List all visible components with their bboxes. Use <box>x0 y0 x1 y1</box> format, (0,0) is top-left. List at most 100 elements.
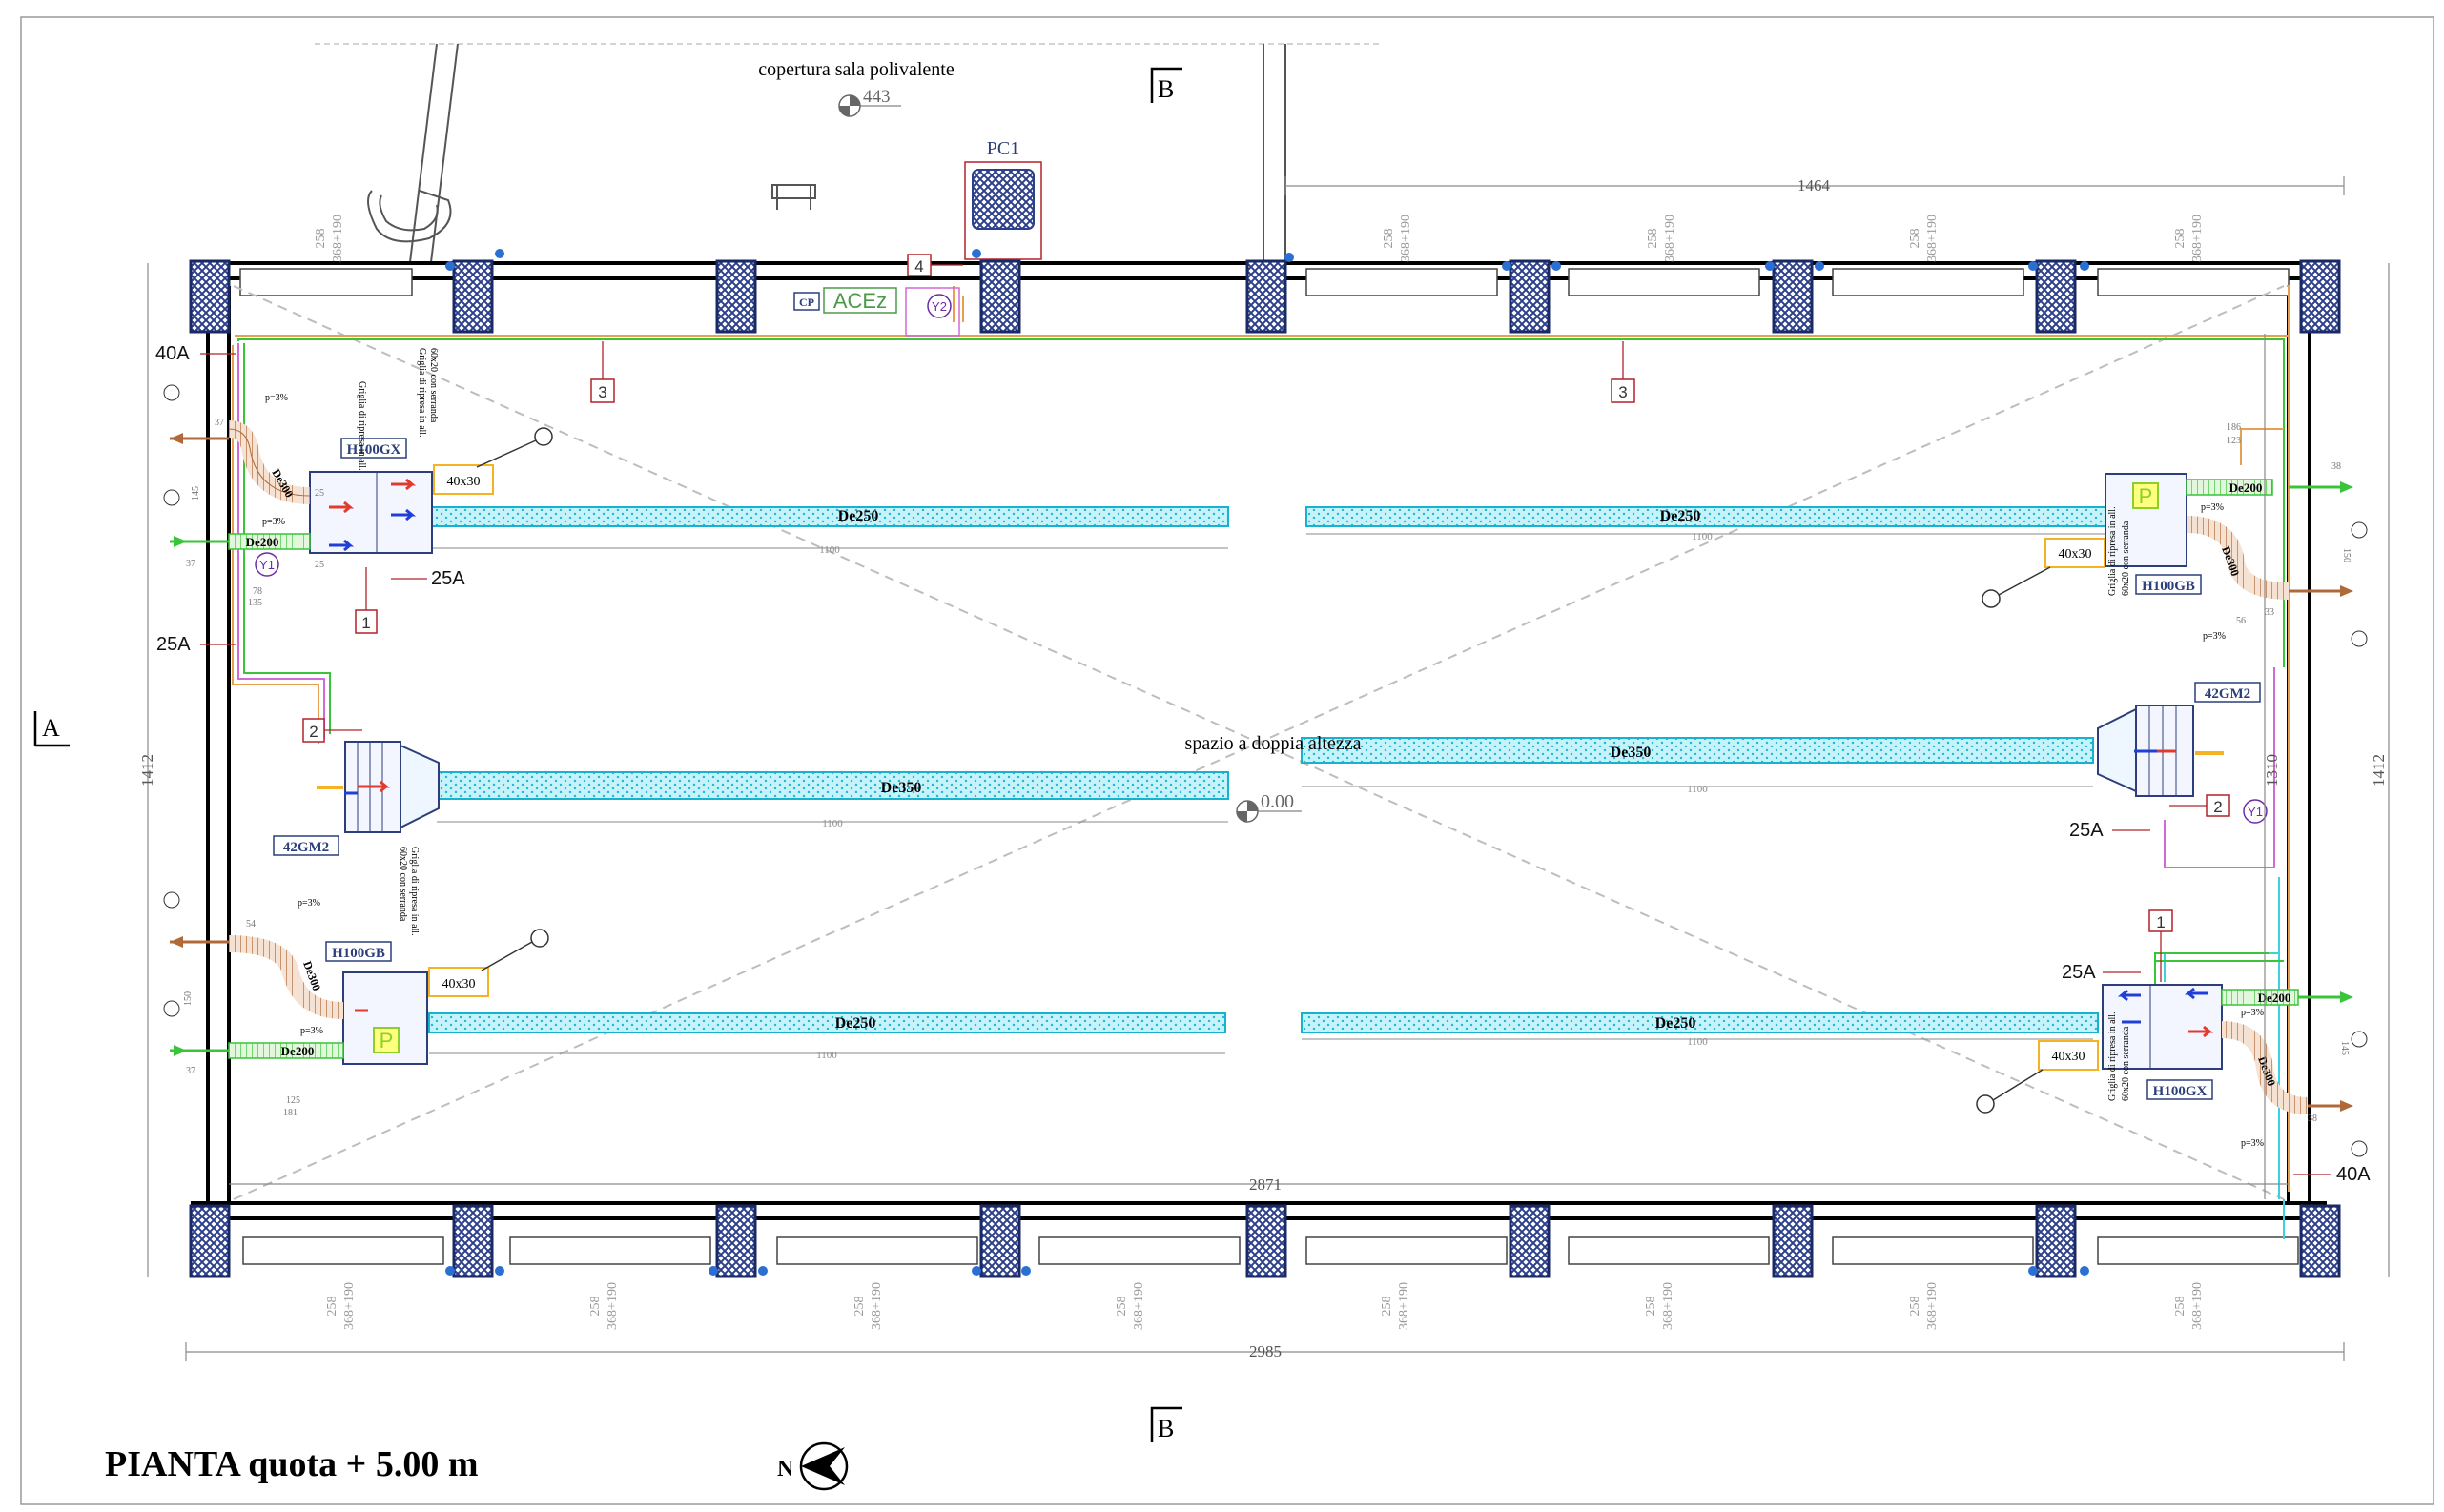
column <box>189 1204 231 1278</box>
section-mark-b: B <box>1158 75 1174 103</box>
unit-tag: P <box>380 1029 394 1052</box>
dim-label: 186 <box>2227 422 2241 433</box>
dim-label: 37 <box>186 559 195 569</box>
grille-40x30 <box>2038 1040 2099 1071</box>
unit-label: 42GM2 <box>283 840 329 855</box>
duct-length: 1100 <box>1687 784 1708 795</box>
column <box>1509 1204 1551 1278</box>
unit-h100gb-topright[interactable] <box>2105 473 2187 567</box>
window-spec: 368+190 <box>1663 215 1677 262</box>
grille-size: 40x30 <box>447 475 481 489</box>
window-spec: 368+190 <box>1925 1282 1940 1330</box>
marker-label: 1 <box>2156 913 2165 931</box>
marker-box <box>302 254 2230 932</box>
dim-label: 135 <box>248 598 262 608</box>
window-height: 258 <box>2173 229 2187 249</box>
slope-label: p=3% <box>300 1026 323 1036</box>
dim-label: 145 <box>2339 1041 2350 1055</box>
duct-label: De250 <box>838 508 879 524</box>
grille-note: Griglia di ripresa in all. <box>357 381 367 471</box>
duct-length: 1100 <box>816 1050 837 1061</box>
dim-label: 37 <box>186 1066 195 1076</box>
cp-label: CP <box>799 296 814 309</box>
window-height: 258 <box>2173 1297 2187 1317</box>
window-height: 258 <box>325 1297 339 1317</box>
window-spec: 368+190 <box>342 1282 357 1330</box>
marker-label: 3 <box>1618 383 1627 401</box>
window-spec: 368+190 <box>2190 215 2205 262</box>
pipe-size: 25A <box>2069 820 2104 841</box>
window-height: 258 <box>1908 229 1922 249</box>
pipe-size: 25A <box>156 634 191 655</box>
unit-h100gx-topleft[interactable] <box>309 471 433 554</box>
north-label: N <box>777 1457 794 1481</box>
valve-label: Y1 <box>259 558 275 572</box>
valve-label: Y2 <box>932 299 947 314</box>
unit-h100gx-bottomright[interactable] <box>2102 984 2223 1070</box>
dimension-value: 1412 <box>138 754 156 787</box>
grille-note: 60x20 con serranda <box>2121 521 2131 596</box>
column <box>1772 1204 1814 1278</box>
roof-label: copertura sala polivalente <box>758 59 955 80</box>
flex-duct <box>2186 479 2273 496</box>
grille-note: 60x20 con serranda <box>2121 1026 2131 1101</box>
marker-label: 3 <box>598 383 606 401</box>
dimension-lines <box>147 176 2390 1361</box>
window-spec: 368+190 <box>1925 215 1940 262</box>
column <box>2299 1204 2341 1278</box>
grille-note: Griglia di ripresa in all. <box>2107 1011 2118 1101</box>
double-height-diagonals <box>233 285 2285 1200</box>
unit-h100gb-bottomleft[interactable] <box>342 971 428 1065</box>
grille-40x30 <box>2044 538 2105 568</box>
window-spec: 368+190 <box>331 215 345 262</box>
dim-label: 38 <box>2331 461 2341 472</box>
columns-bottom <box>189 1204 2341 1278</box>
hall-label: spazio a doppia altezza <box>1185 733 1362 754</box>
unit-label: H100GX <box>2153 1084 2208 1099</box>
window-height: 258 <box>314 229 328 249</box>
dim-label: 181 <box>283 1108 298 1118</box>
flex-duct <box>228 420 311 504</box>
unit-42gm2-left[interactable] <box>344 741 440 833</box>
column <box>452 259 494 334</box>
duct-length: 1100 <box>822 818 843 829</box>
duct-label: De350 <box>881 780 922 796</box>
dimension-value: 2985 <box>1249 1342 1282 1360</box>
pipe-size: 40A <box>155 343 190 364</box>
valve-circle <box>255 294 2268 824</box>
duct-length: 1100 <box>1687 1036 1708 1048</box>
column <box>1509 259 1551 334</box>
section-mark-a: A <box>42 714 60 742</box>
duct-label: De200 <box>281 1044 315 1058</box>
window-bands <box>239 268 2299 1265</box>
sheet-border <box>20 16 2434 1505</box>
slope-label: p=3% <box>298 898 320 909</box>
window-spec: 368+190 <box>870 1282 884 1330</box>
elevation-marker <box>1236 800 1302 823</box>
unit-42gm2-right[interactable] <box>2097 705 2194 797</box>
grille-note: 60x20 con serranda <box>428 348 439 423</box>
window-height: 258 <box>588 1297 603 1317</box>
duct-label: De200 <box>2229 480 2263 495</box>
window-spec: 368+190 <box>1397 1282 1411 1330</box>
window-spec: 368+190 <box>1661 1282 1675 1330</box>
pc1-label: PC1 <box>987 138 1019 159</box>
column <box>1245 259 1287 334</box>
marker-label: 1 <box>361 614 370 632</box>
column <box>2035 1204 2077 1278</box>
duct-label: De200 <box>246 535 279 549</box>
roof-elevation: 443 <box>863 87 891 107</box>
dimension-value: 1412 <box>2370 754 2388 787</box>
callout-bubbles <box>476 427 2051 1114</box>
duct-label: De250 <box>835 1015 876 1032</box>
grille-note: Griglia di ripresa in all. <box>2107 506 2118 596</box>
window-spec: 368+190 <box>1132 1282 1146 1330</box>
valve-label: Y1 <box>2248 805 2263 819</box>
dim-label: 25 <box>315 488 324 499</box>
unit-label: H100GB <box>332 946 385 961</box>
pc1-unit[interactable] <box>972 169 1035 230</box>
slope-label: p=3% <box>2241 1138 2264 1149</box>
column <box>452 1204 494 1278</box>
drawing-title: PIANTA quota + 5.00 m <box>105 1444 479 1484</box>
window-height: 258 <box>1908 1297 1922 1317</box>
